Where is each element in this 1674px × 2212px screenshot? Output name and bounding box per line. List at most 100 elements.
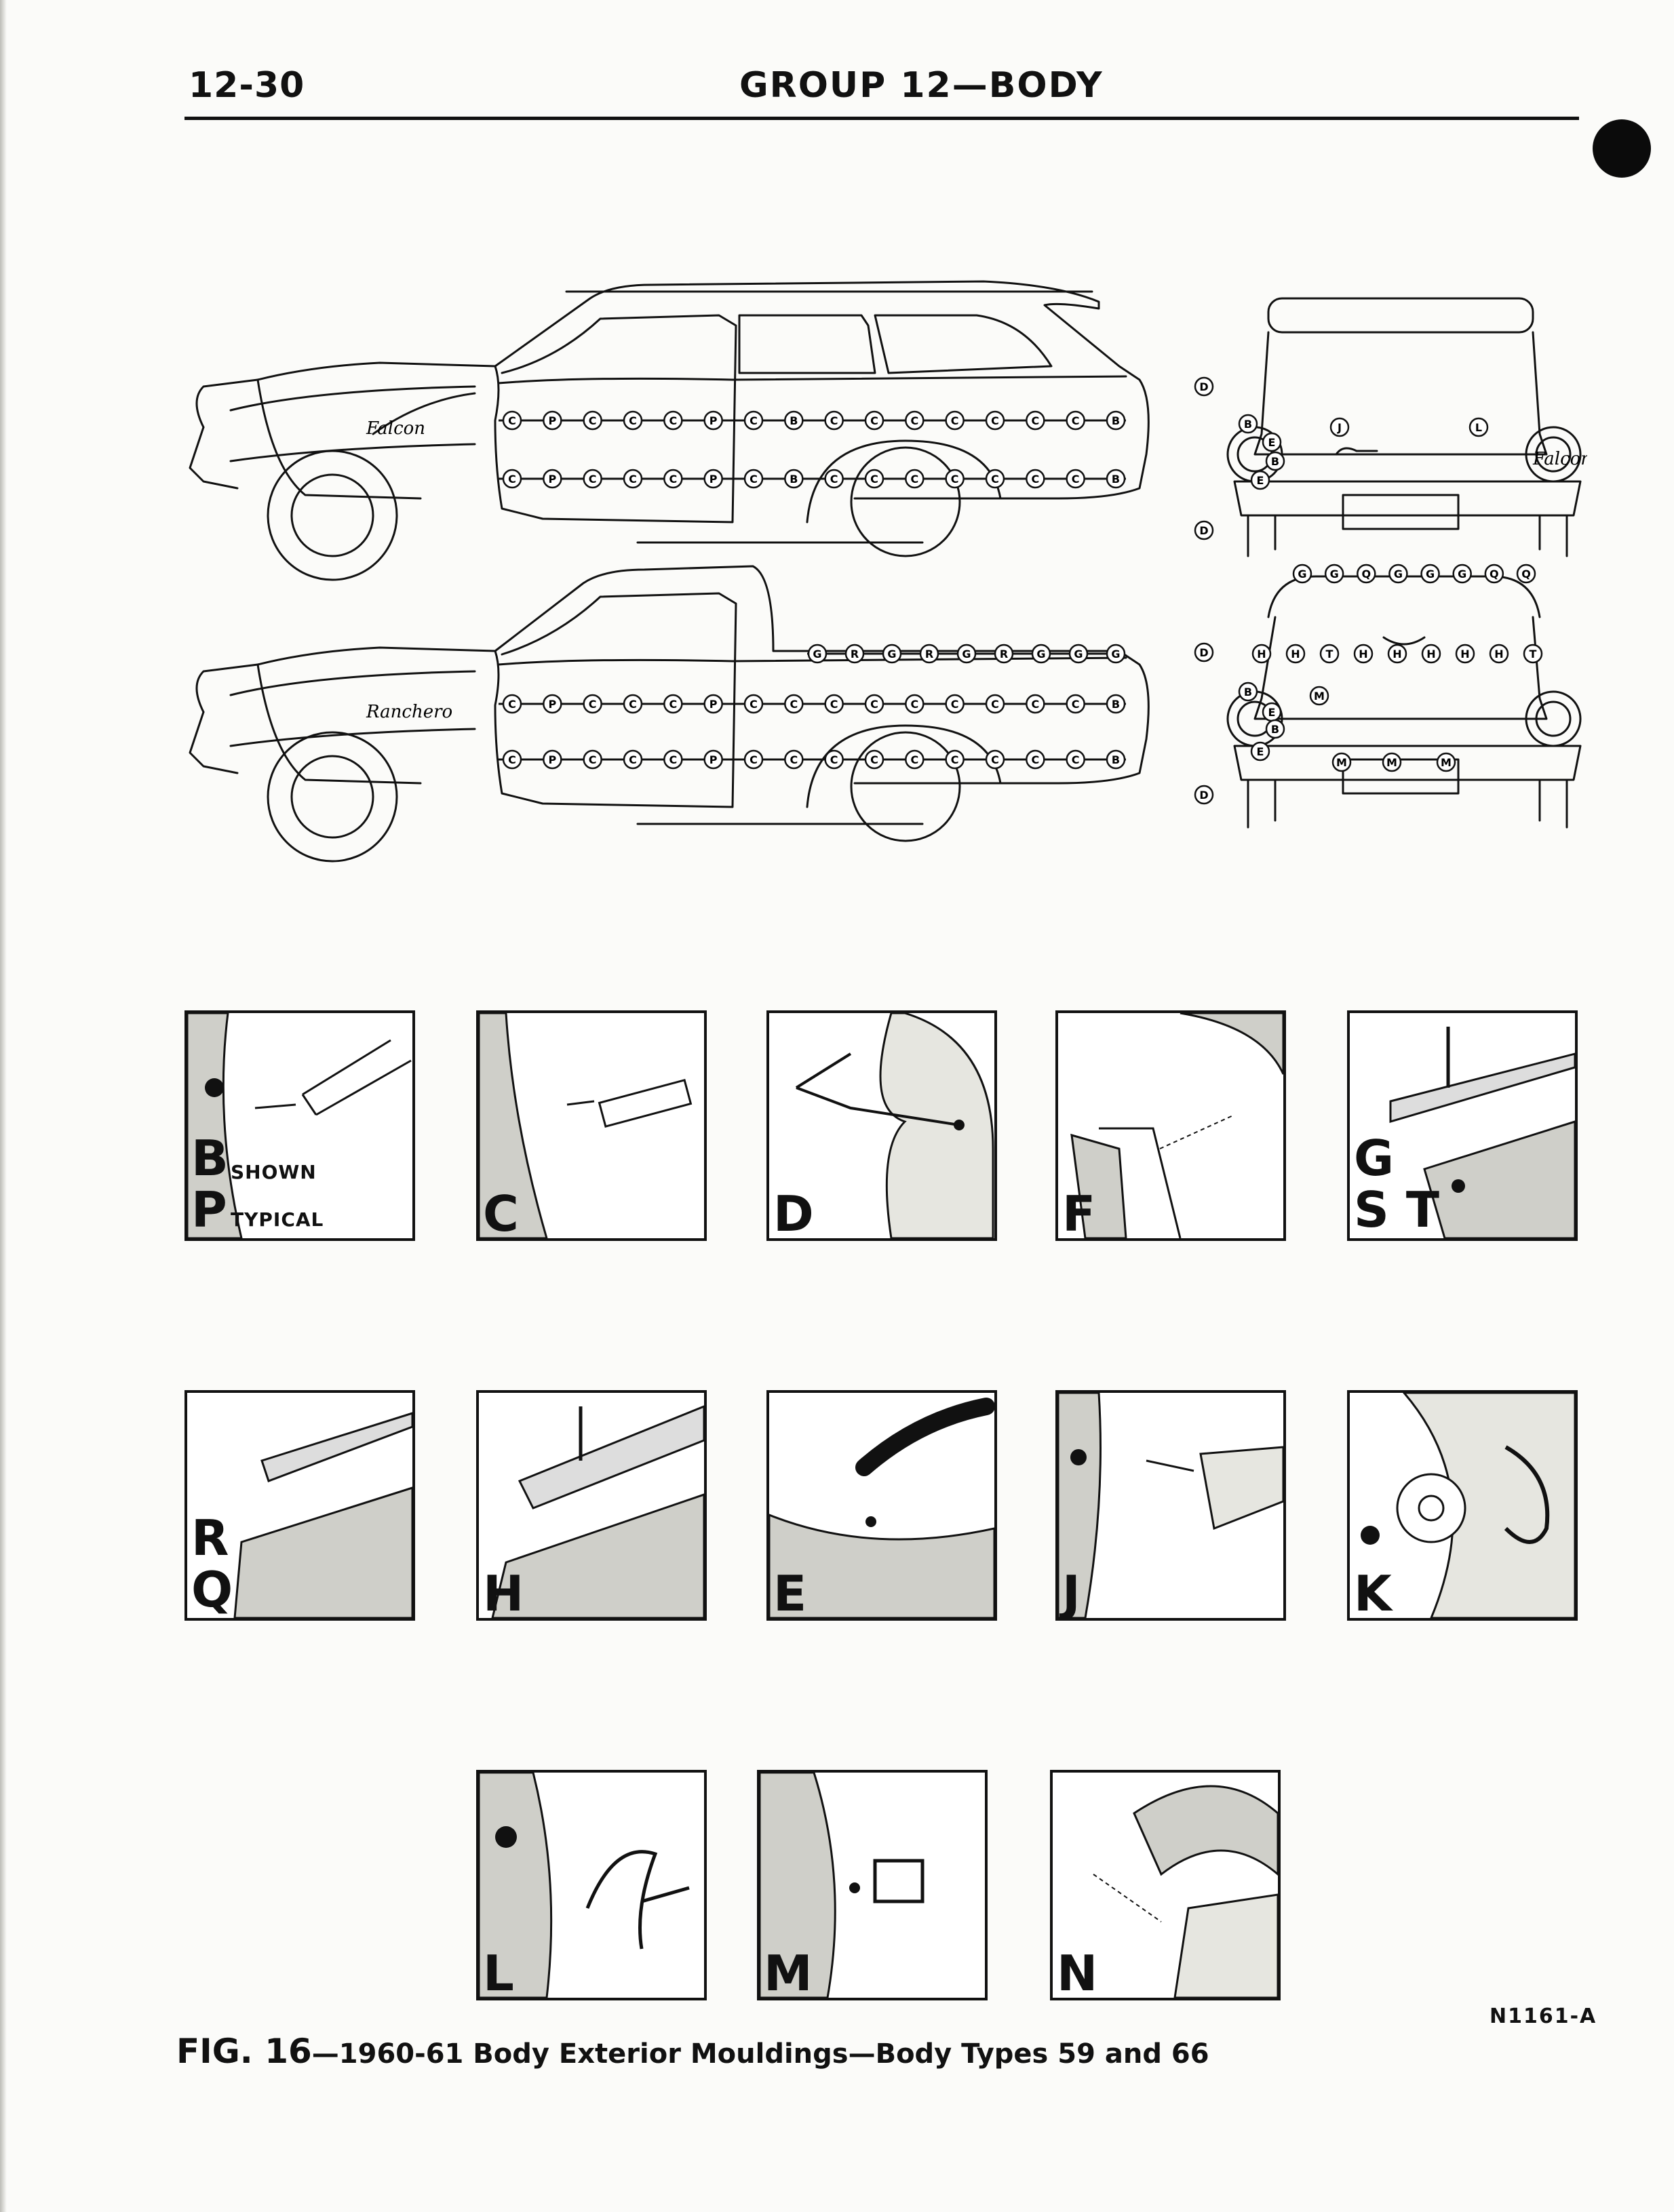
ranchero-rear-view [1226,575,1582,829]
svg-text:B: B [1271,455,1279,468]
svg-text:G: G [1111,648,1120,660]
svg-text:C: C [1031,753,1039,766]
svg-text:C: C [870,753,878,766]
callout-g: G [1452,564,1472,584]
panel-letter: E [773,1565,807,1621]
panel-r: R Q [184,1390,415,1621]
callout-q: Q [1484,564,1504,584]
callout-l: L [1468,417,1489,437]
svg-text:G: G [1394,568,1403,580]
svg-text:Q: Q [1521,568,1531,580]
group-title: GROUP 12—BODY [739,65,1104,106]
svg-text:T: T [1326,648,1334,660]
svg-text:C: C [669,473,677,486]
svg-text:R: R [1000,648,1008,660]
callout-b: B [784,410,804,431]
figure-caption: FIG. 16—1960-61 Body Exterior Mouldings—… [176,2032,1209,2071]
svg-text:C: C [951,698,959,711]
svg-text:B: B [1112,698,1120,711]
panel-d: D [766,1010,997,1241]
callout-c: C [985,749,1005,770]
svg-text:L: L [1475,421,1482,434]
callout-m: M [1436,752,1456,772]
svg-text:C: C [669,753,677,766]
svg-text:P: P [709,698,718,711]
callout-g: G [882,644,902,664]
callout-c: C [583,749,602,770]
callout-c: C [623,694,643,714]
svg-text:B: B [790,414,798,427]
svg-text:Q: Q [1490,568,1499,580]
svg-text:C: C [750,753,758,766]
callout-p: P [543,469,562,489]
svg-text:M: M [1386,756,1397,769]
svg-text:H: H [1257,648,1266,660]
callout-c: C [824,410,844,431]
svg-text:C: C [790,698,798,711]
svg-text:C: C [951,414,959,427]
figure-title: —1960-61 Body Exterior Mouldings—Body Ty… [311,2038,1209,2070]
callout-b: B [1106,749,1126,770]
svg-text:E: E [1257,474,1264,487]
svg-text:C: C [508,473,516,486]
svg-text:M: M [1336,756,1347,769]
callout-c: C [663,469,683,489]
svg-text:C: C [1031,473,1039,486]
callout-c: C [743,410,764,431]
panel-letter: R [191,1509,229,1566]
callout-b: B [1106,410,1126,431]
svg-text:H: H [1426,648,1435,660]
svg-text:C: C [1072,698,1080,711]
svg-text:C: C [790,753,798,766]
callout-c: C [1066,469,1085,489]
svg-text:G: G [1330,568,1339,580]
panel-e: E [766,1390,997,1621]
callout-c: C [663,410,683,431]
callout-r: R [994,644,1014,664]
callout-c: C [663,749,683,770]
figure-code: N1161-A [1490,2004,1597,2028]
panel-letter: H [483,1565,524,1621]
callout-e: E [1262,432,1282,452]
callout-c: C [905,469,924,489]
svg-text:C: C [508,753,516,766]
svg-text:C: C [910,753,918,766]
callout-h: H [1251,644,1272,664]
svg-text:C: C [629,473,637,486]
callout-c: C [824,469,844,489]
svg-text:D: D [1199,789,1208,802]
falcon-script-side: Falcon [366,418,425,439]
callout-h: H [1421,644,1441,664]
svg-text:P: P [548,473,556,486]
svg-text:Q: Q [1361,568,1371,580]
callout-g: G [956,644,977,664]
callout-q: Q [1516,564,1536,584]
svg-text:P: P [548,753,556,766]
callout-p: P [703,694,723,714]
svg-text:G: G [1036,648,1045,660]
callout-c: C [583,694,602,714]
callout-b: B [1106,469,1126,489]
panel-note: SHOWN [231,1161,317,1183]
svg-text:C: C [669,698,677,711]
svg-text:C: C [1072,753,1080,766]
svg-text:C: C [669,414,677,427]
callout-c: C [743,469,764,489]
panel-letter: B [191,1130,229,1187]
svg-text:P: P [548,414,556,427]
callout-p: P [543,749,562,770]
callout-c: C [784,749,804,770]
svg-text:M: M [1314,690,1325,703]
falcon-script-rear: Falcon [1532,449,1587,469]
svg-text:C: C [991,473,999,486]
callout-c: C [1026,694,1045,714]
callout-d: D [1194,642,1214,663]
page-edge [0,0,7,2212]
callout-c: C [905,749,924,770]
svg-text:J: J [1337,421,1342,434]
svg-text:C: C [1072,414,1080,427]
svg-text:C: C [1031,698,1039,711]
callout-p: P [543,410,562,431]
callout-c: C [905,694,924,714]
